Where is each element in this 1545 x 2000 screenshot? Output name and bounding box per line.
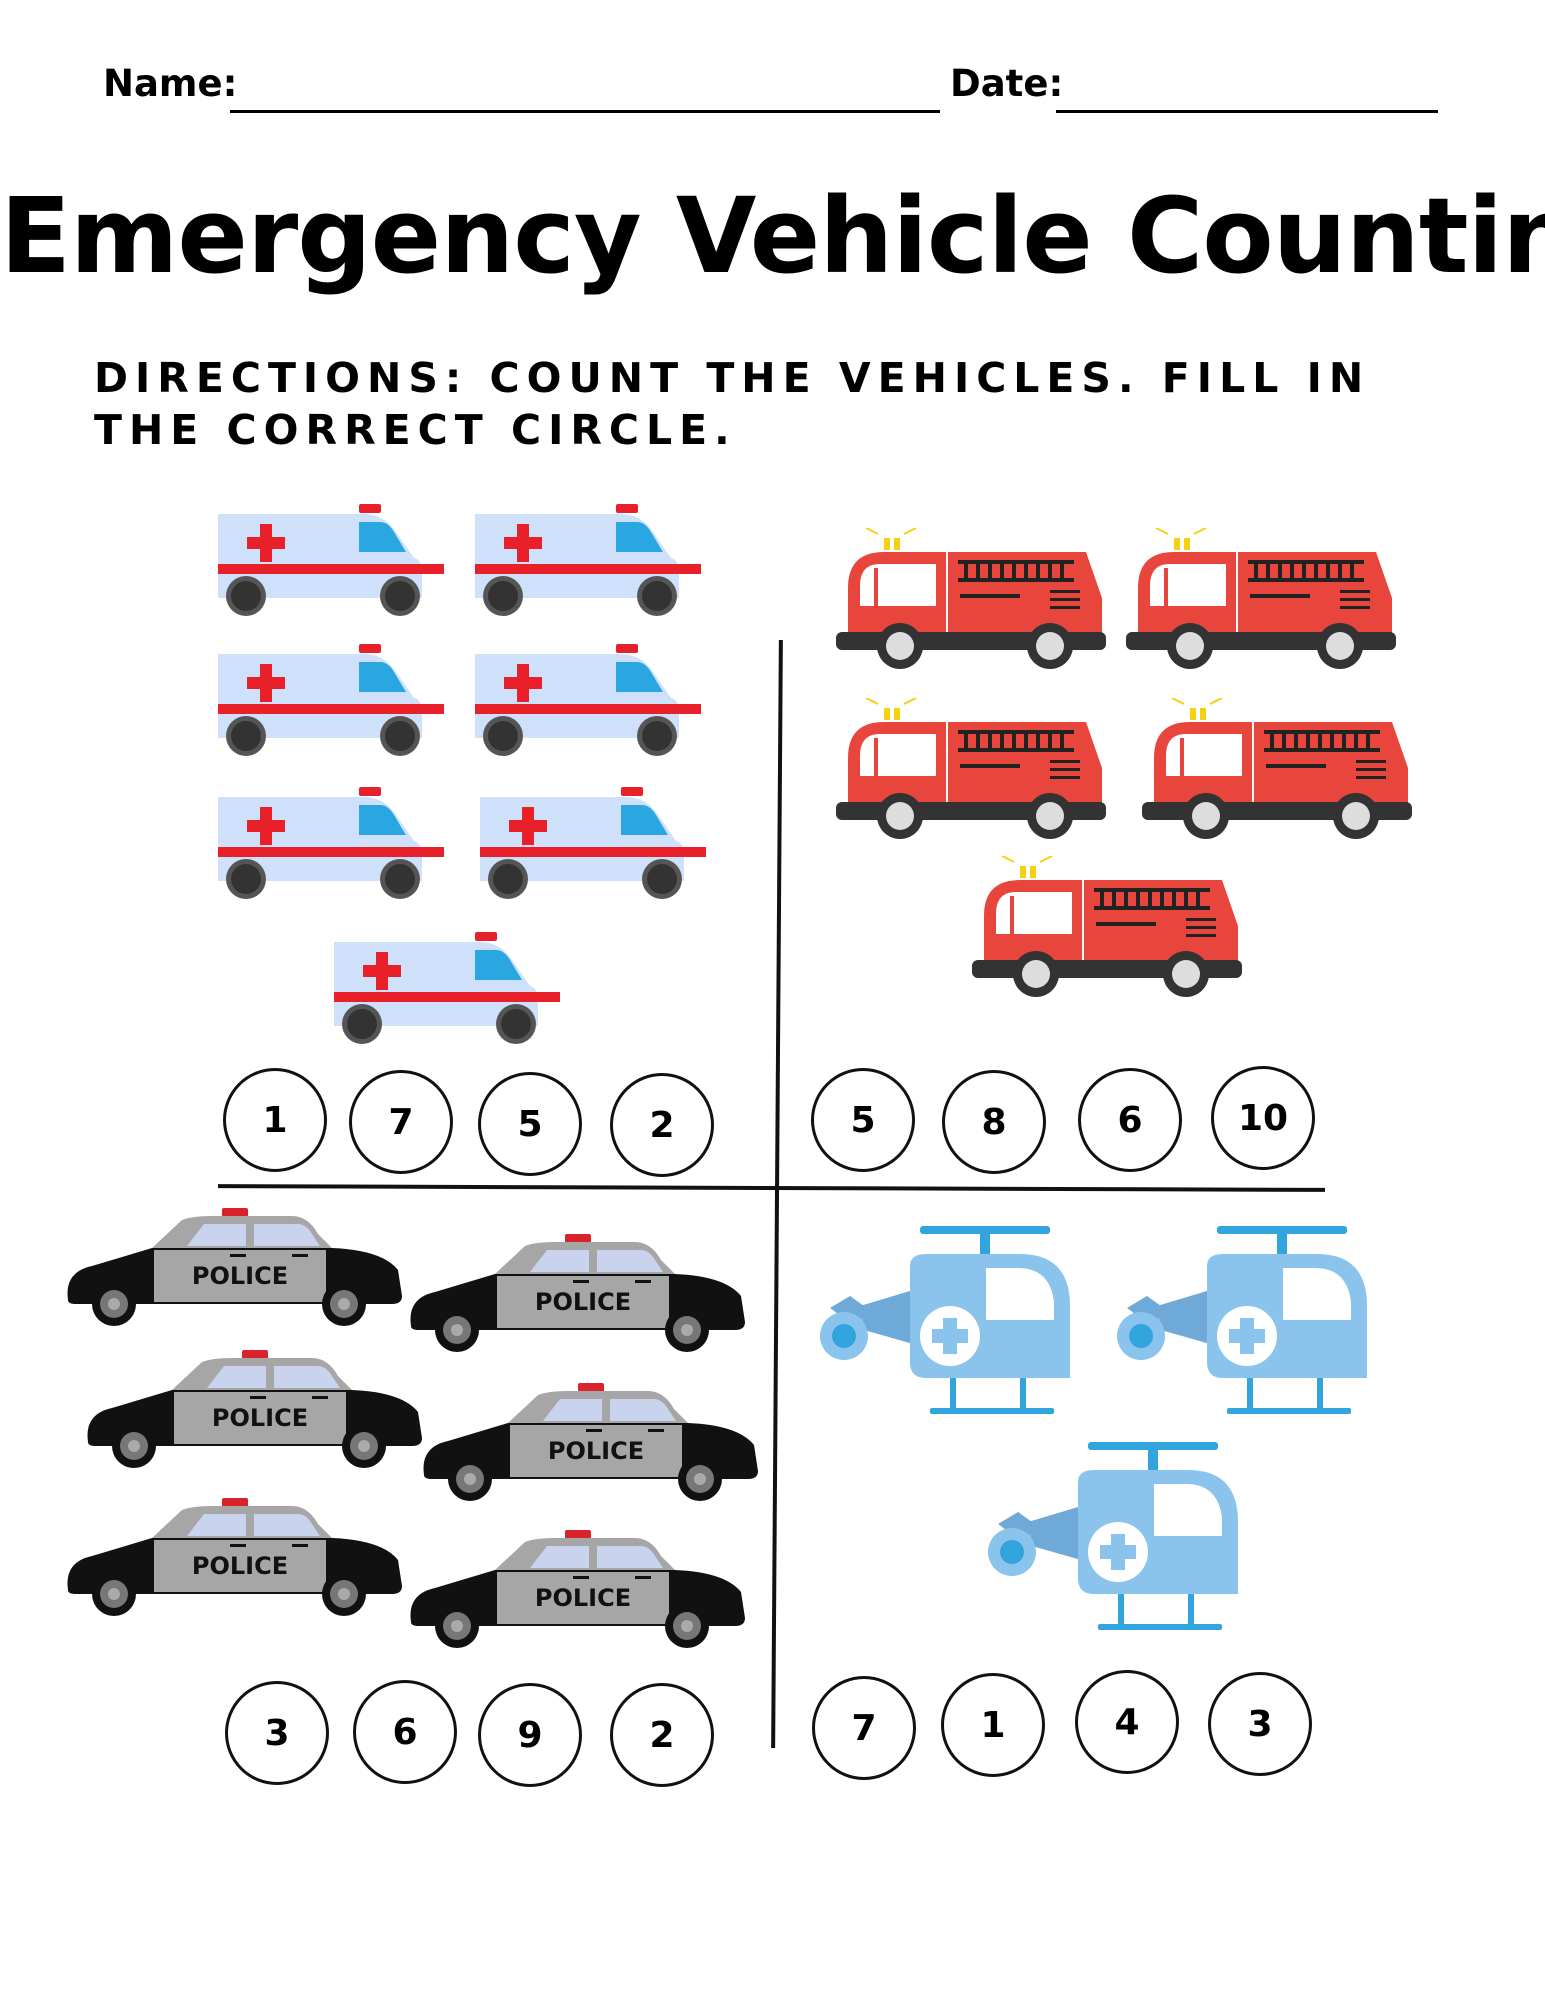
answer-circle[interactable]: 4	[1075, 1670, 1179, 1774]
police-car-icon: POLICE	[405, 1530, 747, 1654]
svg-text:POLICE: POLICE	[548, 1437, 644, 1465]
answer-circle[interactable]: 9	[478, 1683, 582, 1787]
page-title: Emergency Vehicle Counting	[0, 175, 1545, 297]
ambulance-icon	[471, 640, 701, 762]
fire-truck-icon	[972, 855, 1242, 1010]
ambulance-icon	[214, 640, 444, 762]
svg-text:POLICE: POLICE	[535, 1288, 631, 1316]
police-car-icon: POLICE	[418, 1383, 760, 1507]
date-label: Date:	[950, 62, 1064, 105]
ambulance-icon	[330, 928, 560, 1050]
fire-truck-icon	[836, 697, 1106, 852]
fire-truck-icon	[836, 527, 1106, 682]
horizontal-divider	[217, 1184, 1326, 1192]
ambulance-icon	[471, 500, 701, 622]
police-car-icon: POLICE	[82, 1350, 424, 1474]
answer-circle[interactable]: 3	[1208, 1672, 1312, 1776]
fire-truck-icon	[1126, 527, 1396, 682]
answer-circle[interactable]: 1	[941, 1673, 1045, 1777]
name-label: Name:	[103, 62, 238, 105]
answer-circle[interactable]: 5	[478, 1072, 582, 1176]
ambulance-icon	[214, 500, 444, 622]
police-car-icon: POLICE	[62, 1498, 404, 1622]
answer-circle[interactable]: 7	[349, 1070, 453, 1174]
svg-text:POLICE: POLICE	[212, 1404, 308, 1432]
ambulance-icon	[214, 783, 444, 905]
answer-circle[interactable]: 5	[811, 1068, 915, 1172]
date-field-line[interactable]	[1056, 110, 1438, 113]
directions-text: DIRECTIONS: COUNT THE VEHICLES. FILL IN …	[94, 354, 1371, 454]
svg-text:POLICE: POLICE	[192, 1552, 288, 1580]
svg-text:POLICE: POLICE	[535, 1584, 631, 1612]
ambulance-icon	[476, 783, 706, 905]
answer-circle[interactable]: 6	[1078, 1068, 1182, 1172]
answer-circle[interactable]: 7	[812, 1676, 916, 1780]
fire-truck-icon	[1142, 697, 1412, 852]
answer-circle[interactable]: 10	[1211, 1066, 1315, 1170]
answer-circle[interactable]: 8	[942, 1070, 1046, 1174]
answer-circle[interactable]: 3	[225, 1681, 329, 1785]
helicopter-icon	[988, 1442, 1250, 1642]
helicopter-icon	[820, 1226, 1082, 1426]
police-car-icon: POLICE	[405, 1234, 747, 1358]
answer-circle[interactable]: 1	[223, 1068, 327, 1172]
answer-circle[interactable]: 2	[610, 1683, 714, 1787]
helicopter-icon	[1117, 1226, 1379, 1426]
name-field-line[interactable]	[230, 110, 940, 113]
answer-circle[interactable]: 6	[353, 1680, 457, 1784]
vertical-divider	[771, 639, 783, 1749]
police-car-icon: POLICE	[62, 1208, 404, 1332]
answer-circle[interactable]: 2	[610, 1073, 714, 1177]
svg-text:POLICE: POLICE	[192, 1262, 288, 1290]
